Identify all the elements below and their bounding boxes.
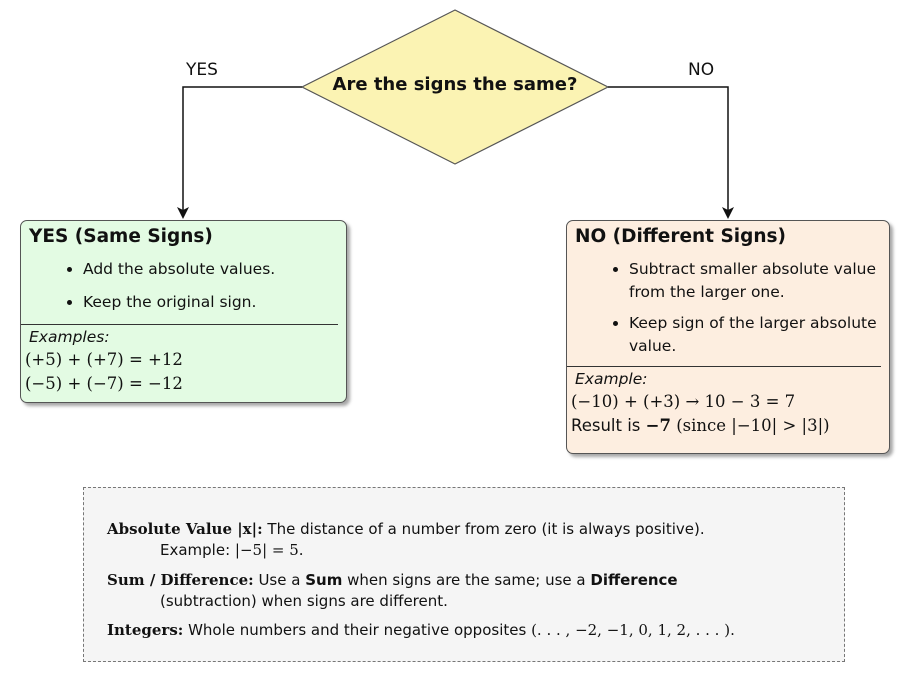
glossary-example-label: Example: [160, 541, 231, 559]
yes-example-line: (−5) + (−7) = −12 [25, 374, 183, 393]
no-rule-item: Subtract smaller absolute value from the… [629, 258, 889, 304]
glossary-sum-word: Sum [305, 571, 343, 589]
no-rules-list: Subtract smaller absolute value from the… [567, 258, 889, 358]
glossary-term: Sum / Difference: [107, 571, 254, 589]
glossary-absolute-value: Absolute Value |x|: The distance of a nu… [107, 519, 705, 561]
yes-example-line: (+5) + (+7) = +12 [25, 350, 183, 369]
no-box-title: NO (Different Signs) [575, 226, 787, 247]
decision-question: Are the signs the same? [332, 74, 578, 95]
glossary-integers: Integers: Whole numbers and their negati… [107, 620, 735, 641]
glossary-definition-part: Use a [258, 571, 301, 589]
no-rule-item: Keep sign of the larger absolute value. [629, 312, 889, 358]
no-branch-label: NO [688, 60, 715, 80]
no-box-divider [567, 366, 881, 367]
glossary-example-math: |−5| = 5. [234, 541, 304, 559]
yes-same-signs-box: YES (Same Signs) Add the absolute values… [20, 220, 347, 403]
glossary-integers-math: (. . . , −2, −1, 0, 1, 2, . . . ). [531, 621, 735, 639]
yes-branch-label: YES [186, 60, 218, 80]
yes-examples-title: Examples: [29, 328, 110, 346]
no-example-line: (−10) + (+3) → 10 − 3 = 7 [571, 392, 796, 411]
no-different-signs-box: NO (Different Signs) Subtract smaller ab… [566, 220, 890, 454]
glossary-definition: Whole numbers and their negative opposit… [188, 621, 527, 639]
glossary-sum-difference: Sum / Difference: Use a Sum when signs a… [107, 570, 678, 612]
glossary-definition: The distance of a number from zero (it i… [267, 520, 705, 538]
yes-box-divider [21, 324, 338, 325]
glossary-definition-part: (subtraction) when signs are different. [160, 592, 448, 610]
glossary-term: Absolute Value |x|: [107, 520, 263, 538]
yes-connector-arrow [177, 86, 302, 219]
glossary-term: Integers: [107, 621, 184, 639]
glossary-difference-word: Difference [590, 571, 678, 589]
yes-rule-item: Add the absolute values. [83, 258, 346, 281]
yes-rules-list: Add the absolute values. Keep the origin… [21, 258, 346, 314]
yes-box-title: YES (Same Signs) [29, 226, 213, 247]
result-note: (since |−10| > |3|) [676, 416, 830, 435]
no-connector-arrow [608, 86, 734, 219]
glossary-definition-part: when signs are the same; use a [347, 571, 586, 589]
result-value: −7 [645, 416, 671, 435]
yes-rule-item: Keep the original sign. [83, 291, 346, 314]
result-prefix: Result is [571, 416, 641, 435]
no-example-title: Example: [575, 370, 648, 388]
no-result-line: Result is −7 (since |−10| > |3|) [567, 414, 889, 438]
decision-diamond [300, 9, 610, 165]
glossary-panel: Absolute Value |x|: The distance of a nu… [83, 487, 845, 662]
